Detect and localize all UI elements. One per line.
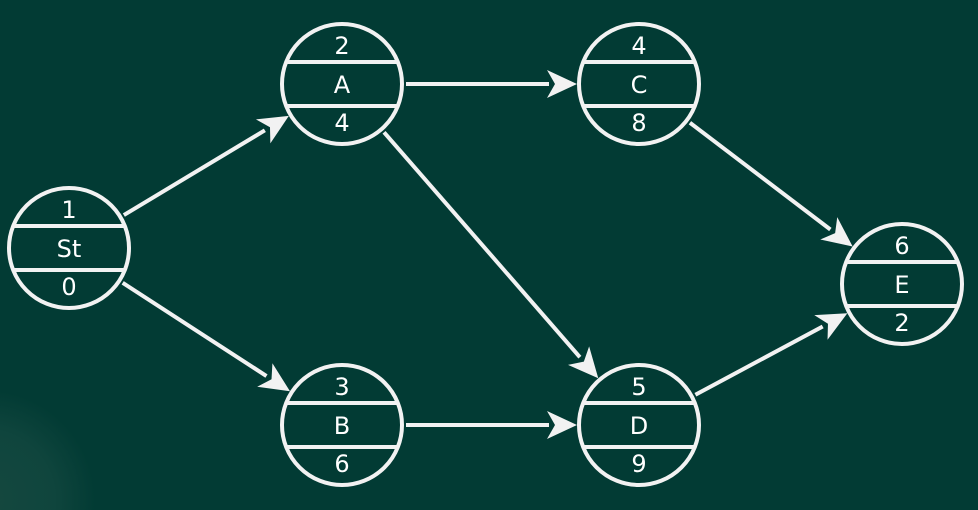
arrow-shaft: [382, 130, 582, 359]
arrowhead-icon: [255, 115, 289, 144]
node-circle: [280, 363, 404, 487]
node-E: 6E 2: [840, 222, 964, 346]
node-circle: [840, 222, 964, 346]
arrow-shaft: [694, 324, 824, 397]
arrow-shaft: [122, 128, 266, 217]
node-label: St: [57, 235, 82, 263]
arrowhead-icon: [568, 346, 599, 379]
arrowhead-icon: [547, 411, 577, 439]
node-label: B: [334, 412, 350, 440]
node-top: 1: [61, 196, 76, 224]
node-bottom: 8: [631, 109, 646, 137]
background-glow: [0, 380, 100, 510]
arrow-shaft: [121, 281, 268, 378]
node-A: 2A 4: [280, 22, 404, 146]
arrowhead-icon: [820, 217, 853, 247]
node-bottom: 6: [334, 450, 349, 478]
node-top: 6: [894, 232, 909, 260]
node-circle: [280, 22, 404, 146]
node-St: 1St 0: [7, 186, 131, 310]
arrow-St-B: [121, 281, 290, 392]
arrow-A-D: [382, 130, 599, 379]
node-label: A: [334, 71, 351, 99]
node-top: 3: [334, 373, 349, 401]
node-top: 5: [631, 373, 646, 401]
arrowhead-icon: [257, 363, 290, 392]
arrow-D-E: [694, 313, 848, 397]
node-bottom: 4: [334, 109, 349, 137]
arrowhead-icon: [814, 313, 848, 340]
arrow-shaft: [688, 121, 832, 232]
node-circle: [577, 22, 701, 146]
arrow-B-D: [406, 411, 577, 439]
arrow-A-C: [406, 70, 577, 98]
arrowhead-icon: [547, 70, 577, 98]
node-circle: [7, 186, 131, 310]
arrow-St-A: [122, 115, 289, 217]
node-B: 3B 6: [280, 363, 404, 487]
node-top: 2: [334, 32, 349, 60]
edges: [121, 70, 853, 439]
node-D: 5D 9: [577, 363, 701, 487]
node-bottom: 2: [894, 309, 909, 337]
arrow-C-E: [688, 121, 853, 247]
node-top: 4: [631, 32, 646, 60]
node-label: E: [894, 271, 909, 299]
node-bottom: 0: [61, 273, 76, 301]
node-C: 4C 8: [577, 22, 701, 146]
node-bottom: 9: [631, 450, 646, 478]
node-circle: [577, 363, 701, 487]
node-label: D: [630, 412, 648, 440]
node-label: C: [631, 71, 648, 99]
